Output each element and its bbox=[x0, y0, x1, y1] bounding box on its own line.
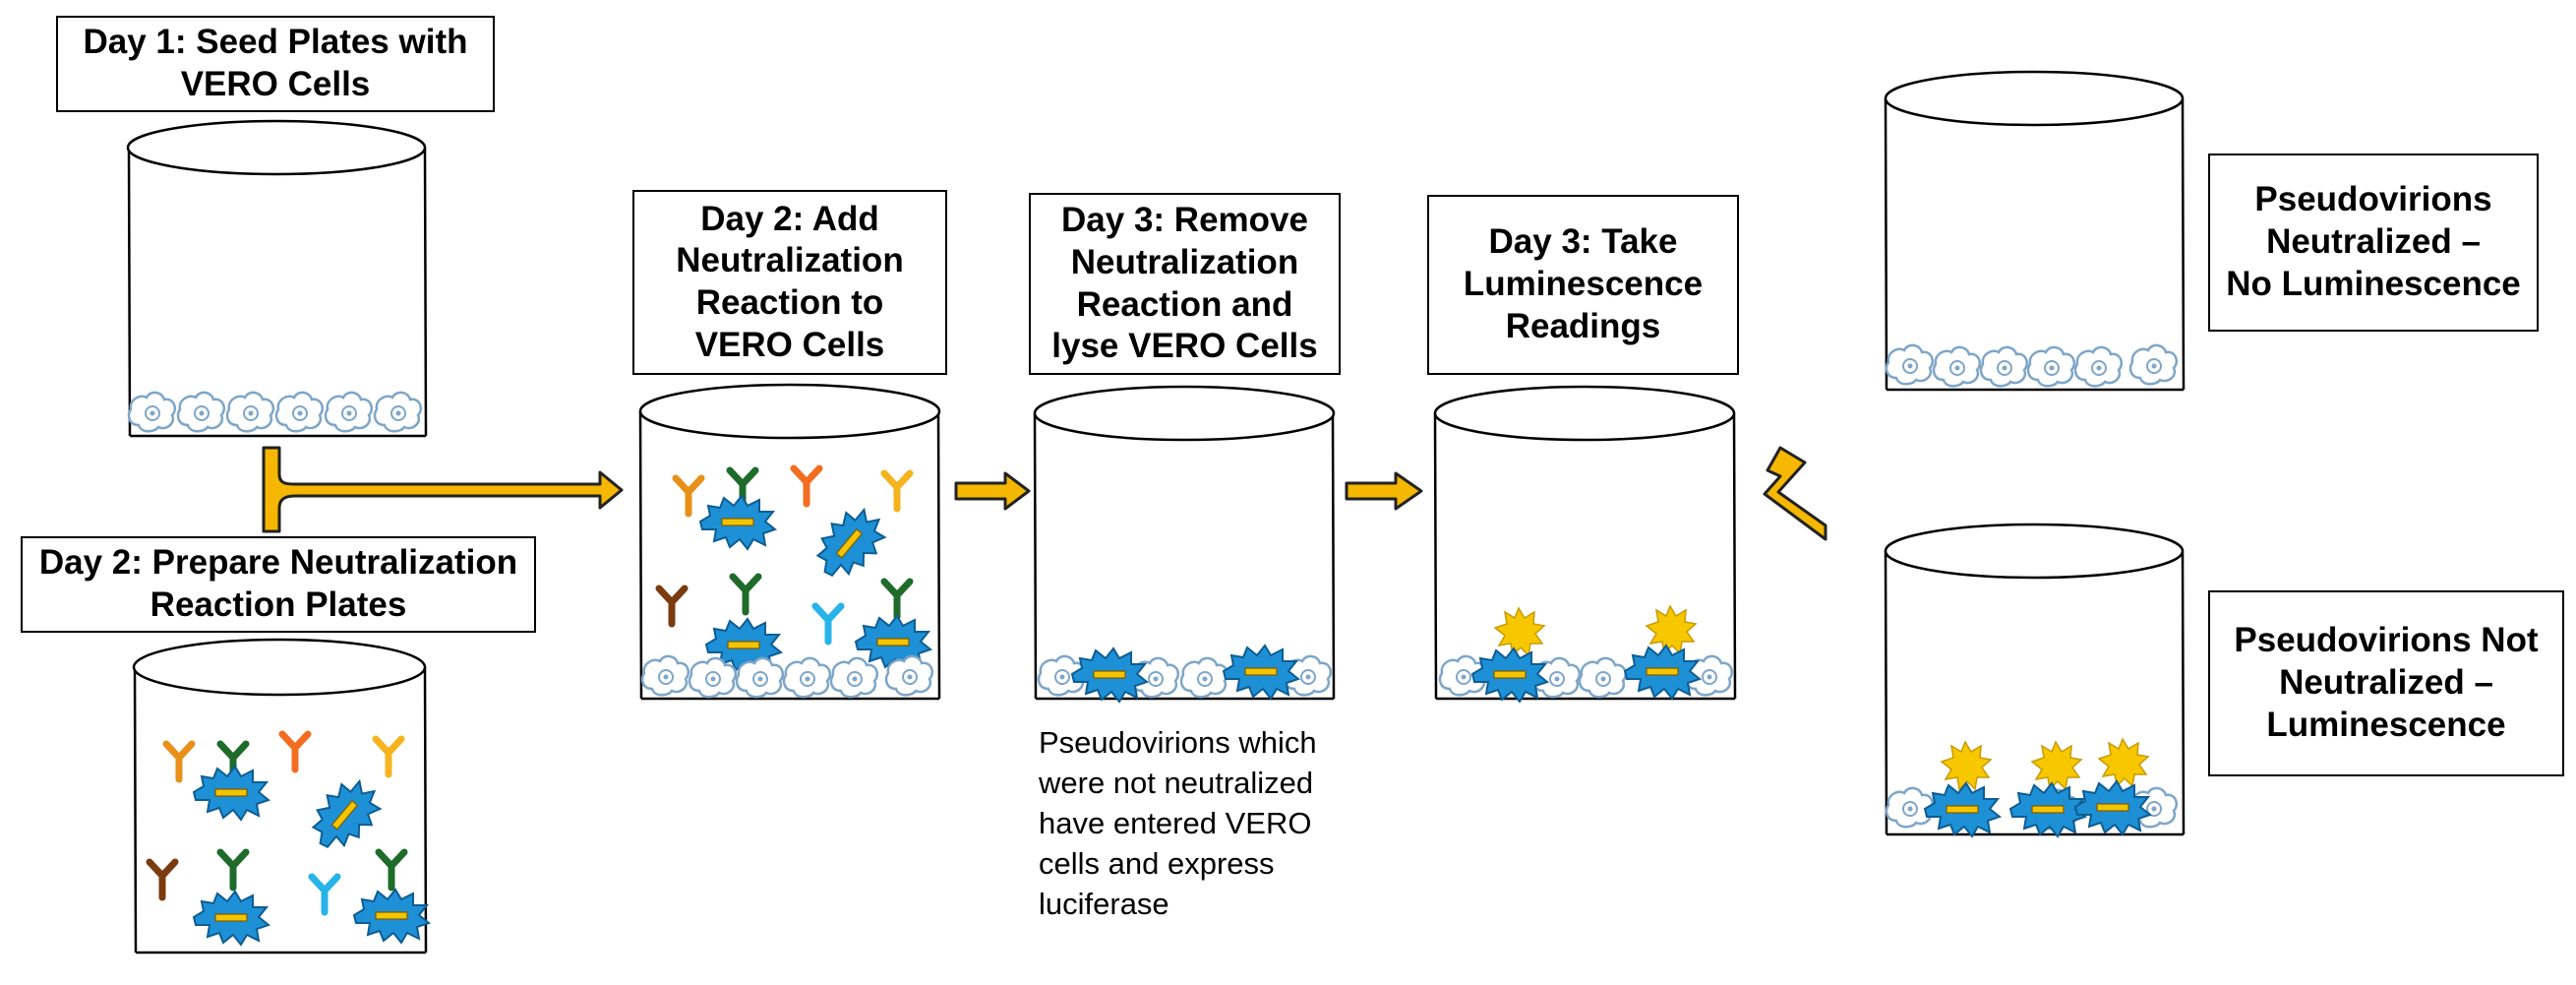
antibody-icon bbox=[150, 862, 175, 897]
well-prepare bbox=[132, 638, 430, 954]
antibody-icon bbox=[379, 852, 404, 888]
well-seed bbox=[126, 119, 428, 438]
step-prepare-label: Day 2: Prepare Neutralization Reaction P… bbox=[21, 536, 536, 633]
virion-icon bbox=[193, 766, 270, 821]
virion-icon bbox=[1924, 782, 2001, 837]
well-not-neutralized bbox=[1884, 523, 2186, 837]
step-add-label: Day 2: Add Neutralization Reaction to VE… bbox=[632, 190, 947, 375]
virion-icon bbox=[193, 891, 270, 946]
virion-icon bbox=[1223, 645, 1299, 700]
outcome-not-neutralized-label: Pseudovirions Not Neutralized – Luminesc… bbox=[2208, 590, 2564, 776]
cell-layer bbox=[1885, 343, 2179, 388]
virion-icon bbox=[1071, 647, 1148, 703]
antibody-icon bbox=[220, 852, 246, 888]
combine-arrow bbox=[262, 446, 624, 533]
arrow-right-icon bbox=[1345, 471, 1423, 511]
well-neutralized bbox=[1884, 70, 2186, 392]
virion-icon bbox=[299, 769, 390, 863]
step-seed-label: Day 1: Seed Plates with VERO Cells bbox=[56, 16, 495, 112]
virion-icon bbox=[2074, 780, 2151, 835]
well-add bbox=[638, 383, 941, 701]
virion-icon bbox=[1624, 645, 1701, 700]
luciferase-icon bbox=[1494, 607, 1545, 656]
antibody-icon bbox=[312, 877, 337, 912]
well-readings bbox=[1433, 385, 1737, 703]
virion-icon bbox=[1471, 647, 1548, 703]
well-remove bbox=[1033, 385, 1336, 703]
antibody-icon bbox=[376, 739, 401, 774]
step-take-label: Day 3: Take Luminescence Readings bbox=[1427, 195, 1739, 375]
antibody-icon bbox=[166, 744, 192, 779]
luciferase-note: Pseudovirions which were not neutralized… bbox=[1039, 725, 1317, 921]
step-remove-label: Day 3: Remove Neutralization Reaction an… bbox=[1029, 193, 1341, 375]
luciferase-icon bbox=[1646, 605, 1697, 654]
antibody-icon bbox=[282, 734, 308, 770]
virion-icon bbox=[2009, 782, 2086, 837]
luciferase-icon bbox=[2031, 741, 2082, 790]
arrow-right-icon bbox=[954, 471, 1031, 511]
branch-arrow-icon bbox=[1763, 446, 1827, 541]
cell-layer bbox=[127, 391, 423, 433]
outcome-neutralized-label: Pseudovirions Neutralized – No Luminesce… bbox=[2208, 154, 2539, 332]
virion-icon bbox=[353, 889, 430, 944]
luciferase-icon bbox=[2098, 738, 2149, 787]
